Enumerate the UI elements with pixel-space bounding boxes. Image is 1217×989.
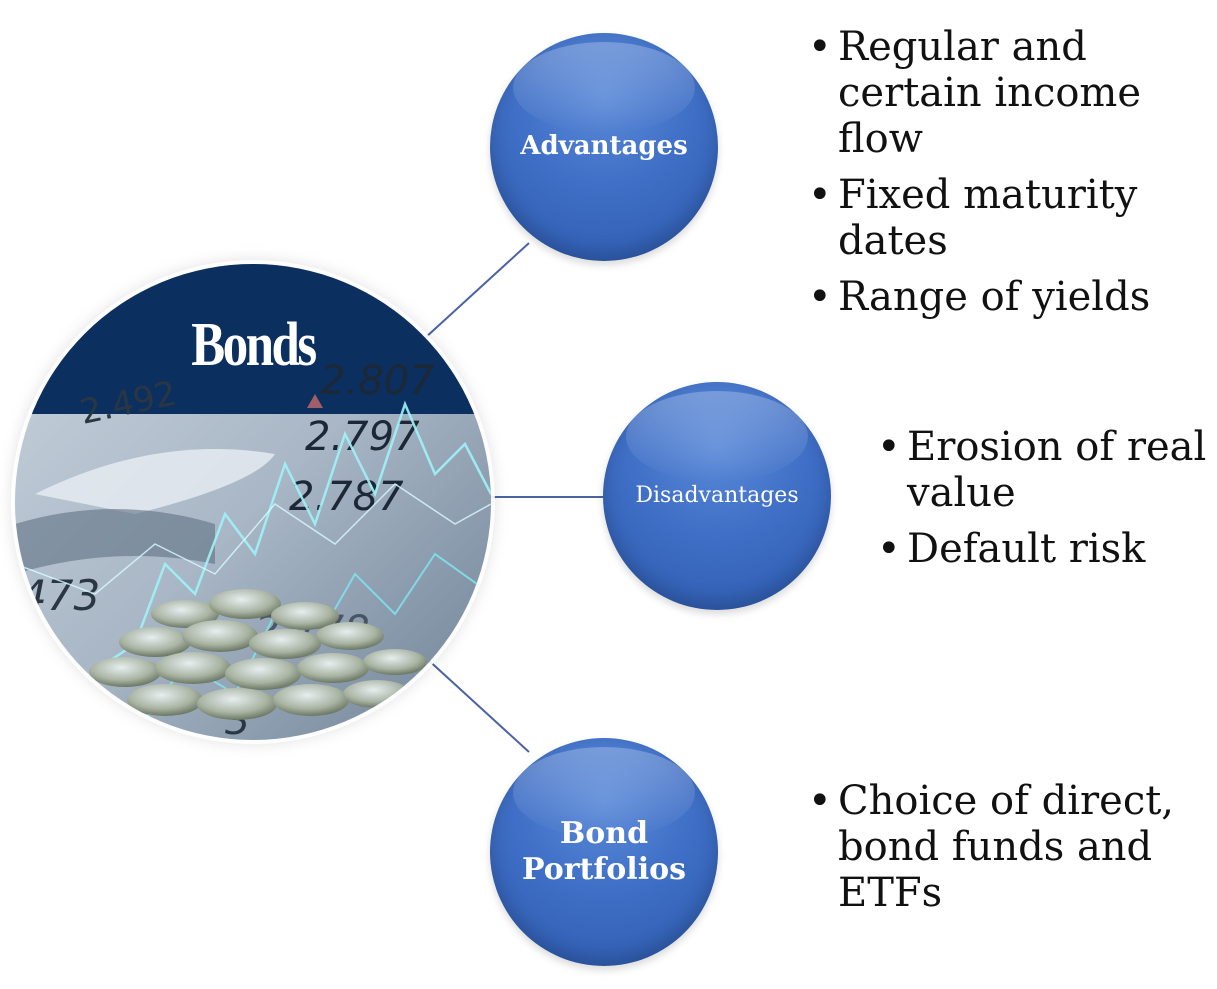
bonds-hub-image: 2.492 2.807 2.797 2.787 473 2.778 3: [15, 264, 491, 740]
disadvantages-node: Disadvantages: [603, 382, 831, 610]
disadvantages-label: Disadvantages: [635, 483, 799, 509]
bullet-item: Range of yields: [808, 274, 1208, 320]
connector-advantages: [424, 242, 530, 339]
coins-pile: [89, 589, 427, 720]
bond-portfolios-label: Bond Portfolios: [521, 816, 687, 887]
bullet-item: Fixed maturity dates: [808, 172, 1208, 264]
advantages-bullet-list: Regular and certain income flow Fixed ma…: [808, 24, 1208, 330]
disadvantages-bullet-list: Erosion of real value Default risk: [877, 424, 1207, 582]
hub-title: Bonds: [191, 311, 317, 379]
advantages-label: Advantages: [520, 131, 688, 162]
bond-portfolios-node: Bond Portfolios: [490, 738, 718, 966]
bond-portfolios-bullet-list: Choice of direct, bond funds and ETFs: [808, 778, 1208, 926]
bullet-item: Choice of direct, bond funds and ETFs: [808, 778, 1208, 916]
bullet-item: Default risk: [877, 526, 1207, 572]
bullet-item: Regular and certain income flow: [808, 24, 1208, 162]
connector-portfolios: [424, 656, 530, 753]
image-number: 2.807: [320, 358, 435, 404]
image-number: 2.797: [305, 414, 420, 460]
bullet-item: Erosion of real value: [877, 424, 1207, 516]
image-number: 2.787: [289, 474, 404, 520]
advantages-node: Advantages: [490, 33, 718, 261]
